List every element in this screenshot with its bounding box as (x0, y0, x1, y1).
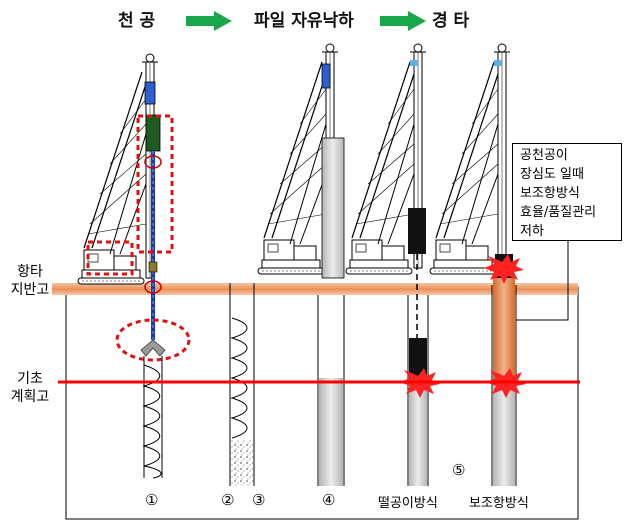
ground-level-line (52, 283, 578, 295)
stage-number-5: ⑤ (452, 461, 466, 479)
stage-number-4: ④ (322, 491, 336, 509)
drilling-rig-4 (429, 43, 511, 275)
ground-level-label: 항타 지반고 (8, 263, 52, 299)
foundation-level-label-line2: 계획고 (10, 389, 50, 405)
ground-level-label-line2: 지반고 (10, 282, 50, 298)
callout-line: 공천공이 (520, 148, 568, 163)
stage-number-3: ③ (252, 491, 266, 509)
callout-line: 보조항방식 (520, 186, 580, 201)
pile-installed-5b (493, 384, 515, 486)
borehole-4 (317, 295, 345, 486)
stage-number-1: ① (145, 491, 159, 509)
slime-deposit (231, 440, 253, 486)
pile-dropping (321, 137, 345, 279)
callout-line: 장심도 일때 (520, 167, 584, 182)
borehole-1 (142, 356, 163, 479)
callout-box: 공천공이 장심도 일때 보조항방식 효율/품질관리 저하 (512, 143, 622, 241)
foundation-level-label-line1: 기초 (17, 371, 43, 387)
highlight-auger-drive (136, 114, 174, 254)
callout-leader (516, 240, 569, 321)
caption-aux-method: 보조항방식 (469, 496, 529, 511)
aux-pile (493, 278, 515, 382)
callout-line: 저하 (520, 224, 544, 239)
impact-burst (484, 254, 524, 284)
step-drilling: 천 공 (118, 11, 156, 31)
arrow-right-icon (186, 11, 232, 31)
stage-number-2: ② (221, 491, 235, 509)
borehole-2 (229, 283, 255, 486)
auger-bit (140, 339, 166, 357)
highlight-auger-bit (115, 318, 191, 362)
highlight-rig-base (86, 240, 134, 276)
callout-line: 효율/품질관리 (520, 205, 597, 220)
pile-installed-5a (409, 384, 427, 486)
borehole-aux (491, 278, 517, 486)
caption-drop-method: 떨공이방식 (378, 496, 438, 511)
auger-motor (144, 81, 156, 105)
step-light-driving: 경 타 (432, 11, 470, 31)
auger-drive (145, 114, 161, 152)
pile-installed-4 (319, 378, 343, 486)
foundation-level-label: 기초 계획고 (8, 370, 52, 406)
arrow-right-icon (380, 11, 426, 31)
step-pile-drop: 파일 자유낙하 (254, 11, 354, 31)
drop-hammer (408, 208, 426, 254)
ground-level-label-line1: 항타 (17, 264, 43, 280)
